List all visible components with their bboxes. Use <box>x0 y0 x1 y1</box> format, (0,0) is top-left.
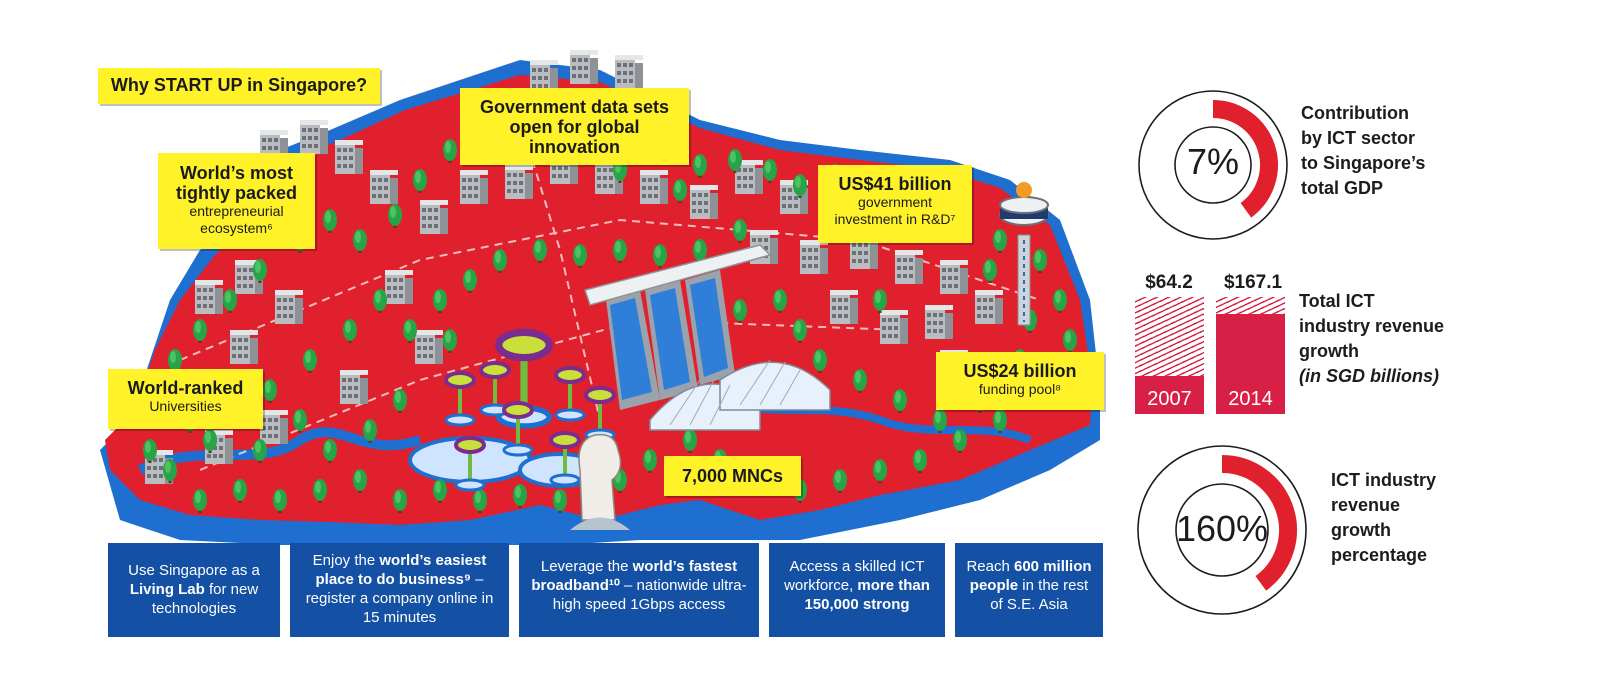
growth-caption: ICT industry revenue growth percentage <box>1331 470 1437 565</box>
universities-label: World-ranked Universities <box>108 369 263 429</box>
bar-2007-fill <box>1135 376 1204 414</box>
funding-pool-label: US$24 billion funding pool⁸ <box>936 352 1104 410</box>
bar-value-2014: $167.1 <box>1223 272 1283 293</box>
feature-box-easy-business: Enjoy the world’s easiest place to do bu… <box>290 543 509 637</box>
why-startup-label: Why START UP in Singapore? <box>98 68 380 104</box>
growth-value-arc <box>1221 455 1297 591</box>
gardens-domes-illustration <box>649 359 831 431</box>
packed-ecosystem-label: World’s most tightly packed entrepreneur… <box>158 153 315 249</box>
bar-year-2007: 2007 <box>1147 388 1192 410</box>
gdp-percentage: 7% <box>1186 141 1240 182</box>
revenue-caption: Total ICT industry revenue growth (in SG… <box>1299 291 1445 386</box>
feature-box-living-lab: Use Singapore as a Living Lab for new te… <box>108 543 280 637</box>
gdp-caption: Contribution by ICT sector to Singapore’… <box>1301 103 1426 198</box>
bar-year-2014: 2014 <box>1228 388 1273 410</box>
growth-percentage: 160% <box>1175 508 1269 549</box>
observation-tower-illustration <box>999 182 1049 326</box>
gdp-value-arc <box>1212 100 1278 218</box>
rd-investment-label: US$41 billion government investment in R… <box>818 165 972 243</box>
gov-data-label: Government data sets open for global inn… <box>460 88 689 165</box>
bar-2014-fill <box>1216 314 1285 414</box>
marina-bay-sands-illustration <box>584 244 772 410</box>
feature-box-workforce: Access a skilled ICT workforce, more tha… <box>769 543 945 637</box>
merlion-statue-illustration <box>570 433 630 530</box>
gdp-contribution-ring <box>1138 90 1288 240</box>
feature-box-broadband: Leverage the world’s fastest broadband¹⁰… <box>519 543 759 637</box>
growth-percentage-ring <box>1137 445 1307 615</box>
bar-value-2007: $64.2 <box>1145 272 1193 293</box>
feature-box-asia-reach: Reach 600 million people in the rest of … <box>955 543 1103 637</box>
mncs-label: 7,000 MNCs <box>664 456 801 496</box>
